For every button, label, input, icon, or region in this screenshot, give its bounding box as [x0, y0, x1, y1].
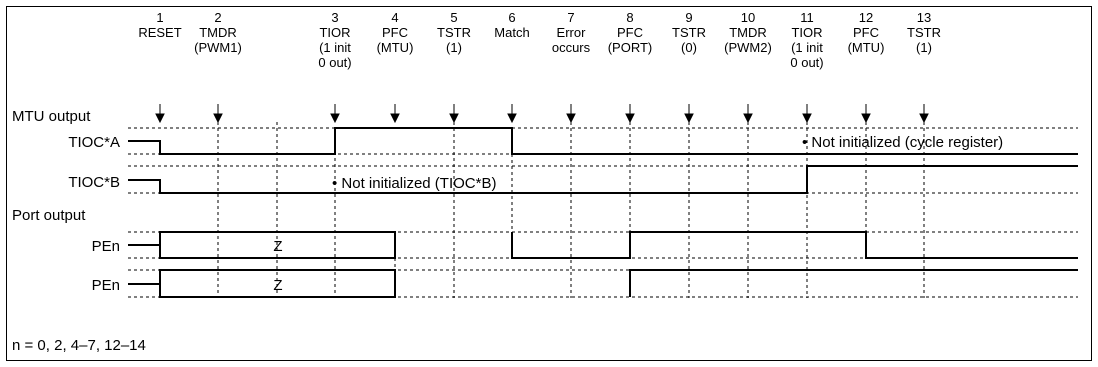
section-mtu-output: MTU output — [12, 108, 91, 125]
step-number: 7 — [567, 10, 574, 25]
hiz-label-2: Z — [273, 277, 282, 294]
step-label-line: Error — [557, 25, 587, 40]
note-tiocb: • Not initialized (TIOC*B) — [332, 175, 496, 192]
step-label-line: TIOR — [791, 25, 822, 40]
step-label-line: TSTR — [907, 25, 941, 40]
step-arrow-3 — [330, 104, 340, 124]
step-header-4: 4 PFC (MTU) — [377, 10, 414, 55]
step-label-line: RESET — [138, 25, 181, 40]
step-header-2: 2 TMDR (PWM1) — [194, 10, 242, 55]
step-number: 12 — [859, 10, 873, 25]
step-label-line: Match — [494, 25, 529, 40]
waveform-pen1-hiz — [159, 231, 396, 259]
step-number: 10 — [741, 10, 755, 25]
signal-tioca-label: TIOC*A — [68, 134, 120, 151]
step-header-13: 13 TSTR (1) — [907, 10, 941, 55]
step-number: 5 — [450, 10, 457, 25]
note-cycle-register: • Not initialized (cycle register) — [802, 134, 1003, 151]
step-header-9: 9 TSTR (0) — [672, 10, 706, 55]
step-header-11: 11 TIOR (1 init 0 out) — [790, 10, 823, 70]
waveform-tioca — [128, 127, 1078, 155]
step-label-line: TMDR — [729, 25, 767, 40]
step-label-line: (1) — [916, 40, 932, 55]
step-header-8: 8 PFC (PORT) — [608, 10, 653, 55]
step-number: 13 — [917, 10, 931, 25]
step-arrow-9 — [684, 104, 694, 124]
signal-pen1-label: PEn — [92, 238, 120, 255]
step-number: 9 — [685, 10, 692, 25]
step-label-line: 0 out) — [790, 55, 823, 70]
step-arrow-5 — [449, 104, 459, 124]
step-number: 8 — [626, 10, 633, 25]
waveform-tiocb — [128, 165, 1078, 194]
step-label-line: PFC — [617, 25, 643, 40]
step-guides — [217, 122, 925, 298]
waveforms — [128, 127, 1078, 298]
hiz-label-1: Z — [273, 238, 282, 255]
step-header-3: 3 TIOR (1 init 0 out) — [318, 10, 351, 70]
step-arrow-2 — [213, 104, 223, 124]
step-label-line: PFC — [382, 25, 408, 40]
step-arrow-11 — [802, 104, 812, 124]
step-number: 3 — [331, 10, 338, 25]
step-label-line: TMDR — [199, 25, 237, 40]
waveform-pen2-hiz — [159, 269, 396, 298]
step-label-line: (PWM1) — [194, 40, 242, 55]
step-label-line: (0) — [681, 40, 697, 55]
footnote: n = 0, 2, 4–7, 12–14 — [12, 337, 146, 354]
step-number: 1 — [156, 10, 163, 25]
step-arrow-8 — [625, 104, 635, 124]
step-label-line: (MTU) — [377, 40, 414, 55]
step-label-line: (PWM2) — [724, 40, 772, 55]
step-label-line: (1) — [446, 40, 462, 55]
step-label-line: (1 init — [791, 40, 823, 55]
step-arrow-7 — [566, 104, 576, 124]
step-label-line: TSTR — [672, 25, 706, 40]
waveform-pen2-port — [629, 269, 1078, 297]
step-number: 11 — [800, 10, 814, 25]
step-label-line: TSTR — [437, 25, 471, 40]
diagram-border — [6, 6, 1092, 361]
step-arrow-10 — [743, 104, 753, 124]
step-arrow-13 — [919, 104, 929, 124]
step-arrow-12 — [861, 104, 871, 124]
step-number: 2 — [214, 10, 221, 25]
section-port-output: Port output — [12, 207, 86, 224]
step-arrows — [155, 104, 929, 124]
step-arrow-4 — [390, 104, 400, 124]
step-number: 6 — [508, 10, 515, 25]
step-header-6: 6 Match — [494, 10, 529, 40]
step-label-line: (1 init — [319, 40, 351, 55]
waveform-pen1-port — [511, 231, 1078, 259]
step-label-line: (MTU) — [848, 40, 885, 55]
step-label-line: 0 out) — [318, 55, 351, 70]
signal-pen2-label: PEn — [92, 277, 120, 294]
step-label-line: PFC — [853, 25, 879, 40]
step-label-line: occurs — [552, 40, 591, 55]
step-header-5: 5 TSTR (1) — [437, 10, 471, 55]
step-header-1: 1 RESET — [138, 10, 181, 40]
signal-tiocb-label: TIOC*B — [68, 174, 120, 191]
step-arrow-6 — [507, 104, 517, 124]
step-arrow-1 — [155, 104, 165, 124]
step-number: 4 — [391, 10, 398, 25]
step-label-line: TIOR — [319, 25, 350, 40]
step-header-7: 7 Error occurs — [552, 10, 591, 55]
step-header-12: 12 PFC (MTU) — [848, 10, 885, 55]
step-header-10: 10 TMDR (PWM2) — [724, 10, 772, 55]
step-label-line: (PORT) — [608, 40, 653, 55]
